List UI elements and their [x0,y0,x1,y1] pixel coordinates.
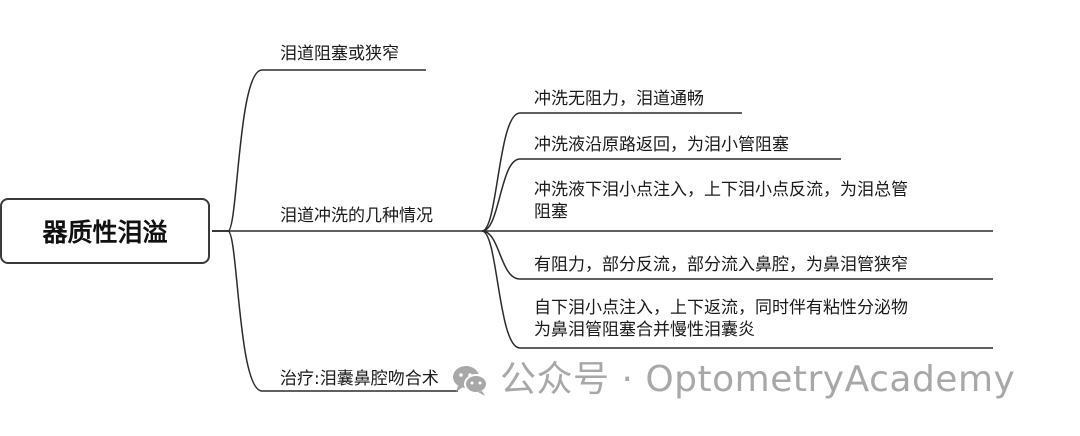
watermark: 公众号 · OptometryAcademy [450,352,1015,408]
branch-flushing: 泪道冲洗的几种情况 [280,206,433,226]
branch-treatment: 治疗:泪囊鼻腔吻合术 [280,369,439,389]
flush-case-1: 冲洗无阻力，泪道通畅 [534,88,704,110]
watermark-text: 公众号 · OptometryAcademy [500,359,1016,400]
flush-case-5: 自下泪小点注入，上下返流，同时伴有粘性分泌物 为鼻泪管阻塞合并慢性泪囊炎 [534,297,908,341]
flush-case-3-line-1: 冲洗液下泪小点注入，上下泪小点反流，为泪总管 [534,180,908,200]
flush-case-3-line-2: 阻塞 [534,202,568,222]
flush-case-4: 有阻力，部分反流，部分流入鼻腔，为鼻泪管狭窄 [534,254,908,276]
connector-flushing-to-case-1 [481,112,742,232]
connector-root-to-obstruction [212,69,426,232]
root-node: 器质性泪溢 [0,198,210,264]
connector-flushing-to-case-2 [481,158,841,232]
root-node-label: 器质性泪溢 [42,218,168,247]
branch-obstruction: 泪道阻塞或狭窄 [280,44,399,64]
flush-case-4-line-1: 有阻力，部分反流，部分流入鼻腔，为鼻泪管狭窄 [534,255,908,275]
connector-flushing-to-case-4 [481,230,993,280]
flush-case-3: 冲洗液下泪小点注入，上下泪小点反流，为泪总管 阻塞 [534,179,908,223]
flush-case-5-line-2: 为鼻泪管阻塞合并慢性泪囊炎 [534,320,755,340]
flush-case-2-line-1: 冲洗液沿原路返回，为泪小管阻塞 [534,135,789,155]
flush-case-2: 冲洗液沿原路返回，为泪小管阻塞 [534,134,789,156]
flush-case-5-line-1: 自下泪小点注入，上下返流，同时伴有粘性分泌物 [534,298,908,318]
connector-root-to-treatment [212,230,458,392]
flush-case-1-line-1: 冲洗无阻力，泪道通畅 [534,89,704,109]
connector-flushing-to-case-5 [481,230,993,349]
wechat-icon [453,366,488,396]
